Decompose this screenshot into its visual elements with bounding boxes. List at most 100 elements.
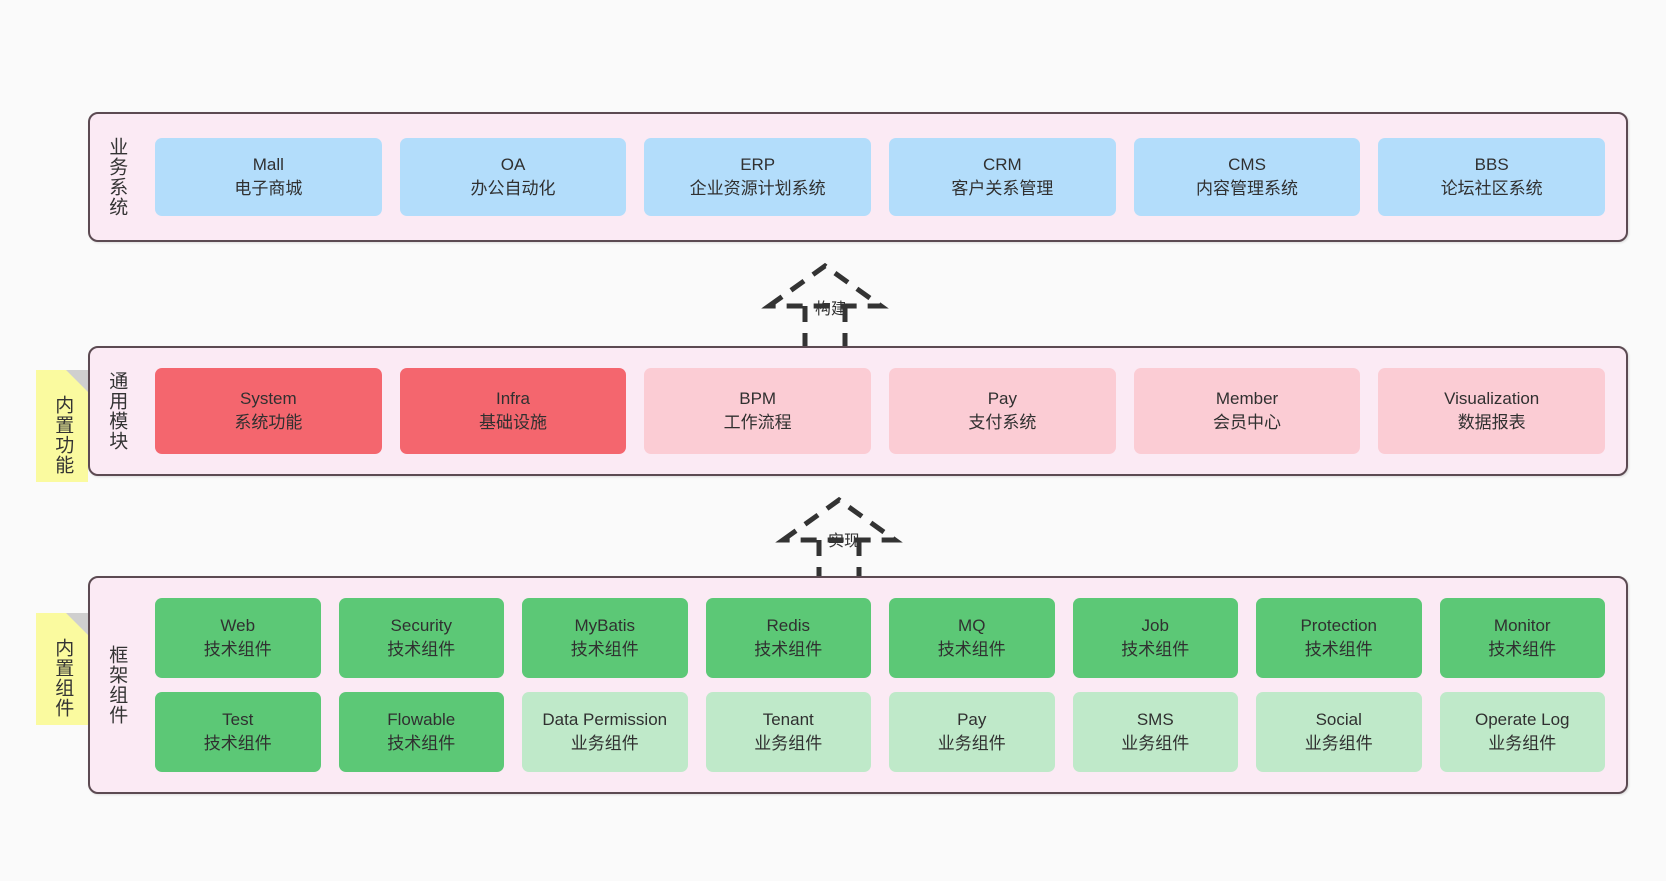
card-pay-module[interactable]: Pay 支付系统 [889, 368, 1116, 454]
layer-framework-components: 框架组件 Web 技术组件 Security 技术组件 MyBatis 技术组件… [88, 576, 1628, 794]
card-tenant[interactable]: Tenant 业务组件 [705, 692, 871, 772]
card-job-desc: 技术组件 [1121, 640, 1190, 659]
card-test[interactable]: Test 技术组件 [155, 692, 321, 772]
card-pay-component-desc: 业务组件 [937, 734, 1006, 753]
card-sms[interactable]: SMS 业务组件 [1072, 692, 1238, 772]
layer-title-framework-components: 框架组件 [106, 645, 128, 725]
framework-business-row: Test 技术组件 Flowable 技术组件 Data Permission … [146, 692, 1614, 772]
card-social-desc: 业务组件 [1304, 734, 1373, 753]
note-builtin-component: 内置组件 [36, 613, 88, 725]
card-operate-log-name: Operate Log [1474, 709, 1570, 729]
card-cms-name: CMS [1228, 154, 1266, 174]
card-infra-desc: 基础设施 [479, 413, 547, 432]
note-builtin-component-label: 内置组件 [52, 638, 74, 718]
card-visualization-name: Visualization [1444, 388, 1540, 408]
card-protection-desc: 技术组件 [1304, 640, 1373, 659]
card-infra-name: Infra [495, 388, 531, 408]
card-web-desc: 技术组件 [203, 640, 272, 659]
connector-build-label: 构建 [815, 301, 848, 318]
card-operate-log-desc: 业务组件 [1488, 734, 1557, 753]
card-system-desc: 系统功能 [234, 413, 303, 432]
card-oa-desc: 办公自动化 [470, 179, 556, 198]
card-infra[interactable]: Infra 基础设施 [399, 368, 627, 454]
card-bbs-desc: 论坛社区系统 [1440, 179, 1543, 198]
card-mall-desc: 电子商城 [234, 179, 303, 198]
card-visualization-desc: 数据报表 [1457, 413, 1526, 432]
card-mall[interactable]: Mall 电子商城 [155, 138, 382, 216]
card-monitor-name: Monitor [1493, 615, 1551, 635]
card-member-name: Member [1215, 388, 1279, 408]
layer-title-common-modules: 通用模块 [106, 371, 128, 451]
card-data-permission-desc: 业务组件 [570, 734, 639, 753]
card-oa-name: OA [500, 154, 526, 174]
card-pay-component[interactable]: Pay 业务组件 [889, 692, 1055, 772]
card-crm-name: CRM [982, 154, 1022, 174]
card-mybatis-desc: 技术组件 [570, 640, 639, 659]
card-security-name: Security [390, 615, 452, 635]
card-operate-log[interactable]: Operate Log 业务组件 [1439, 692, 1605, 772]
card-oa[interactable]: OA 办公自动化 [399, 138, 627, 216]
card-bpm[interactable]: BPM 工作流程 [644, 368, 872, 454]
card-redis-name: Redis [766, 615, 810, 635]
card-crm-desc: 客户关系管理 [951, 179, 1054, 198]
note-fold-icon [66, 613, 88, 635]
card-job-name: Job [1141, 615, 1169, 635]
card-data-permission[interactable]: Data Permission 业务组件 [522, 692, 688, 772]
card-tenant-name: Tenant [762, 709, 814, 729]
layer-title-business-system: 业务系统 [106, 137, 128, 217]
card-web-name: Web [220, 615, 256, 635]
card-member-desc: 会员中心 [1213, 413, 1282, 432]
connector-implement-label: 实现 [828, 533, 861, 550]
card-bbs-name: BBS [1474, 154, 1509, 174]
card-bpm-name: BPM [739, 388, 777, 408]
card-erp[interactable]: ERP 企业资源计划系统 [644, 138, 872, 216]
card-mybatis[interactable]: MyBatis 技术组件 [522, 598, 688, 678]
card-test-name: Test [222, 709, 254, 729]
card-job[interactable]: Job 技术组件 [1072, 598, 1238, 678]
card-mq-name: MQ [958, 615, 986, 635]
card-visualization[interactable]: Visualization 数据报表 [1378, 368, 1606, 454]
note-fold-icon [66, 370, 88, 392]
card-security[interactable]: Security 技术组件 [338, 598, 504, 678]
card-flowable-desc: 技术组件 [387, 734, 456, 753]
card-pay-module-desc: 支付系统 [968, 413, 1037, 432]
note-builtin-function: 内置功能 [36, 370, 88, 482]
layer-business-system: 业务系统 Mall 电子商城 OA 办公自动化 ERP 企业资源计划系统 CRM [88, 112, 1628, 242]
card-mq-desc: 技术组件 [937, 640, 1006, 659]
card-cms-desc: 内容管理系统 [1196, 179, 1299, 198]
card-redis[interactable]: Redis 技术组件 [705, 598, 871, 678]
card-security-desc: 技术组件 [387, 640, 456, 659]
card-social-name: Social [1315, 709, 1362, 729]
card-erp-desc: 企业资源计划系统 [689, 179, 826, 198]
card-mall-name: Mall [252, 154, 284, 174]
card-bbs[interactable]: BBS 论坛社区系统 [1378, 138, 1606, 216]
card-tenant-desc: 业务组件 [754, 734, 823, 753]
modules-card-row: System 系统功能 Infra 基础设施 BPM 工作流程 Pay 支付系统… [146, 368, 1614, 454]
card-cms[interactable]: CMS 内容管理系统 [1133, 138, 1361, 216]
card-sms-name: SMS [1136, 709, 1174, 729]
card-protection-name: Protection [1300, 615, 1378, 635]
card-pay-module-name: Pay [987, 388, 1017, 408]
card-member[interactable]: Member 会员中心 [1133, 368, 1361, 454]
layer-common-modules: 通用模块 System 系统功能 Infra 基础设施 BPM 工作流程 Pay [88, 346, 1628, 476]
card-web[interactable]: Web 技术组件 [155, 598, 321, 678]
card-pay-component-name: Pay [957, 709, 987, 729]
card-flowable-name: Flowable [387, 709, 456, 729]
card-system[interactable]: System 系统功能 [155, 368, 382, 454]
card-system-name: System [239, 388, 297, 408]
card-mybatis-name: MyBatis [574, 615, 635, 635]
card-flowable[interactable]: Flowable 技术组件 [338, 692, 504, 772]
card-monitor-desc: 技术组件 [1488, 640, 1557, 659]
note-builtin-function-label: 内置功能 [52, 395, 74, 475]
card-mq[interactable]: MQ 技术组件 [889, 598, 1055, 678]
card-protection[interactable]: Protection 技术组件 [1256, 598, 1422, 678]
card-test-desc: 技术组件 [203, 734, 272, 753]
card-sms-desc: 业务组件 [1121, 734, 1190, 753]
framework-tech-row: Web 技术组件 Security 技术组件 MyBatis 技术组件 Redi… [146, 598, 1614, 678]
business-card-row: Mall 电子商城 OA 办公自动化 ERP 企业资源计划系统 CRM 客户关系… [146, 138, 1614, 216]
card-social[interactable]: Social 业务组件 [1256, 692, 1422, 772]
card-monitor[interactable]: Monitor 技术组件 [1439, 598, 1605, 678]
card-bpm-desc: 工作流程 [723, 413, 792, 432]
card-crm[interactable]: CRM 客户关系管理 [889, 138, 1116, 216]
